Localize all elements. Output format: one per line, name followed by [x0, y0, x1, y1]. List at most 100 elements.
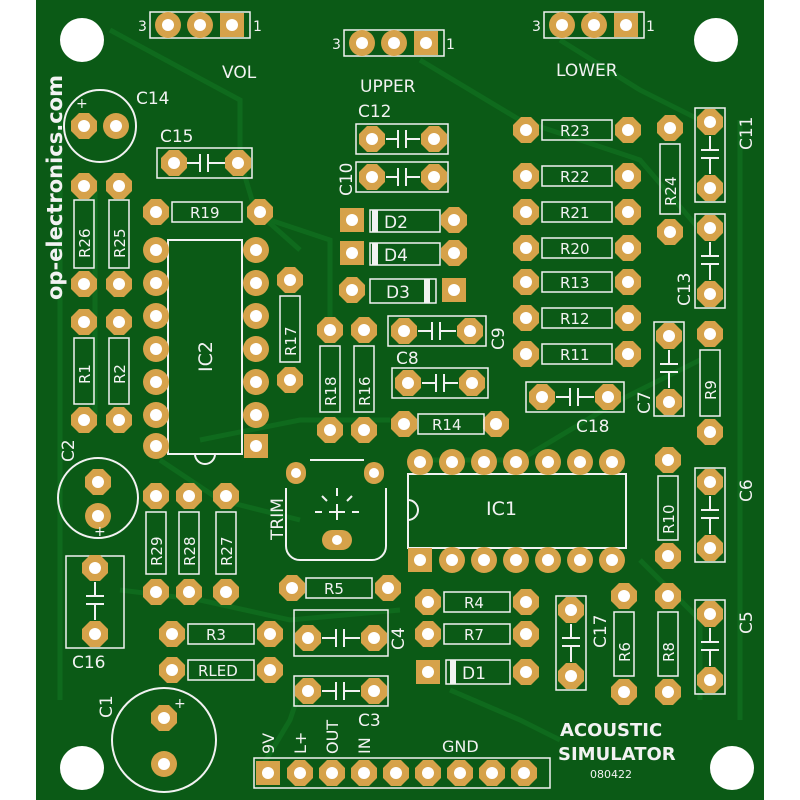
res-r26: R26 — [71, 173, 97, 297]
conn-out-label: OUT — [323, 720, 342, 754]
c18-label: C18 — [576, 417, 610, 437]
vol-pin-3: 3 — [138, 19, 147, 35]
r6-label: R6 — [616, 642, 634, 662]
res-r18: R18 — [317, 317, 343, 443]
d1-label: D1 — [462, 664, 486, 684]
io-connector: 9V L+ OUT IN GND — [253, 720, 551, 789]
cap-c12: C12 — [355, 102, 449, 155]
c9-label: C9 — [489, 327, 509, 350]
conn-gnd-label: GND — [442, 737, 479, 756]
d4-label: D4 — [384, 246, 408, 266]
r26-label: R26 — [76, 228, 94, 258]
board-substrate — [36, 0, 764, 800]
ic-ic2: IC2 — [143, 237, 269, 465]
res-r28: R28 — [176, 483, 202, 605]
cap-c2: + C2 — [57, 439, 139, 540]
res-r29: R29 — [143, 483, 169, 605]
res-r7: R7 — [415, 621, 539, 647]
trim-label: TRIM — [268, 498, 288, 541]
res-r14: R14 — [391, 411, 509, 437]
cap-c18: C18 — [525, 381, 625, 437]
cap-c17: C17 — [555, 595, 611, 691]
lower-pin-3: 3 — [532, 19, 541, 35]
c3-label: C3 — [358, 711, 381, 731]
r18-label: R18 — [322, 376, 340, 406]
cap-c8: C8 — [391, 349, 489, 399]
website-label: op-electronics.com — [43, 75, 67, 300]
r28-label: R28 — [181, 536, 199, 566]
c16-label: C16 — [72, 653, 106, 673]
d3-label: D3 — [386, 283, 410, 303]
res-r6: R6 — [611, 583, 637, 705]
diode-d1: D1 — [416, 659, 539, 685]
diode-d4: D4 — [340, 240, 467, 266]
c17-label: C17 — [591, 614, 611, 648]
conn-9v-label: 9V — [259, 733, 278, 754]
ic-ic1: IC1 — [407, 449, 627, 573]
res-r8: R8 — [655, 583, 681, 705]
r24-label: R24 — [662, 176, 680, 206]
cap-c15: C15 — [156, 127, 253, 179]
cap-c10: C10 — [337, 161, 449, 196]
cap-c3: C3 — [293, 675, 389, 731]
r11-label: R11 — [560, 346, 590, 364]
c10-label: C10 — [337, 162, 357, 196]
r5-label: R5 — [324, 580, 344, 598]
upper-pin-1: 1 — [446, 37, 455, 53]
c1-label: C1 — [97, 695, 117, 718]
c7-label: C7 — [635, 391, 655, 414]
c4-label: C4 — [389, 627, 409, 650]
r9-label: R9 — [702, 380, 720, 400]
cap-c7: C7 — [635, 321, 685, 417]
res-r5: R5 — [279, 575, 401, 601]
cap-c16: C16 — [65, 555, 125, 673]
mounting-holes — [60, 18, 754, 790]
cap-c5: C5 — [694, 599, 757, 695]
r22-label: R22 — [560, 168, 590, 186]
res-rled: RLED — [159, 657, 283, 683]
title-line-2: SIMULATOR — [558, 744, 676, 765]
lower-label: LOWER — [556, 61, 618, 81]
diode-d3: D3 — [339, 277, 466, 304]
cap-c11: C11 — [694, 107, 757, 203]
upper-label: UPPER — [360, 77, 416, 97]
r14-label: R14 — [432, 416, 462, 434]
c13-label: C13 — [675, 272, 695, 306]
vol-label: VOL — [222, 63, 257, 83]
res-r2: R2 — [106, 309, 132, 433]
cap-c14: + C14 — [63, 89, 170, 163]
cap-c13: C13 — [675, 213, 726, 309]
r8-label: R8 — [660, 642, 678, 662]
d2-label: D2 — [384, 213, 408, 233]
res-r19: R19 — [143, 199, 273, 225]
c12-label: C12 — [358, 102, 392, 122]
r4-label: R4 — [464, 594, 484, 612]
vol-pin-1: 1 — [253, 19, 262, 35]
r2-label: R2 — [111, 364, 129, 384]
res-r17: R17 — [277, 267, 303, 393]
r21-label: R21 — [560, 204, 590, 222]
res-r21: R21 — [513, 199, 641, 225]
lower-pin-1: 1 — [646, 19, 655, 35]
c2-plus: + — [94, 524, 106, 540]
pot-upper: 3 1 UPPER — [332, 29, 455, 97]
r10-label: R10 — [660, 504, 678, 534]
res-r25: R25 — [106, 173, 132, 297]
r19-label: R19 — [190, 204, 220, 222]
res-r22: R22 — [513, 163, 641, 189]
c15-label: C15 — [160, 127, 194, 147]
cap-c1: + C1 — [97, 687, 217, 793]
c8-label: C8 — [396, 349, 419, 369]
r17-label: R17 — [282, 326, 300, 356]
rled-label: RLED — [198, 662, 238, 680]
r25-label: R25 — [111, 228, 129, 258]
c5-label: C5 — [737, 611, 757, 634]
cap-c9: C9 — [387, 315, 509, 350]
res-r13: R13 — [513, 269, 641, 295]
conn-lplus-label: L+ — [291, 732, 310, 754]
r13-label: R13 — [560, 274, 590, 292]
pot-vol: 3 1 VOL — [138, 11, 262, 83]
c14-label: C14 — [136, 89, 170, 109]
res-r24: R24 — [657, 115, 683, 245]
c11-label: C11 — [737, 116, 757, 150]
